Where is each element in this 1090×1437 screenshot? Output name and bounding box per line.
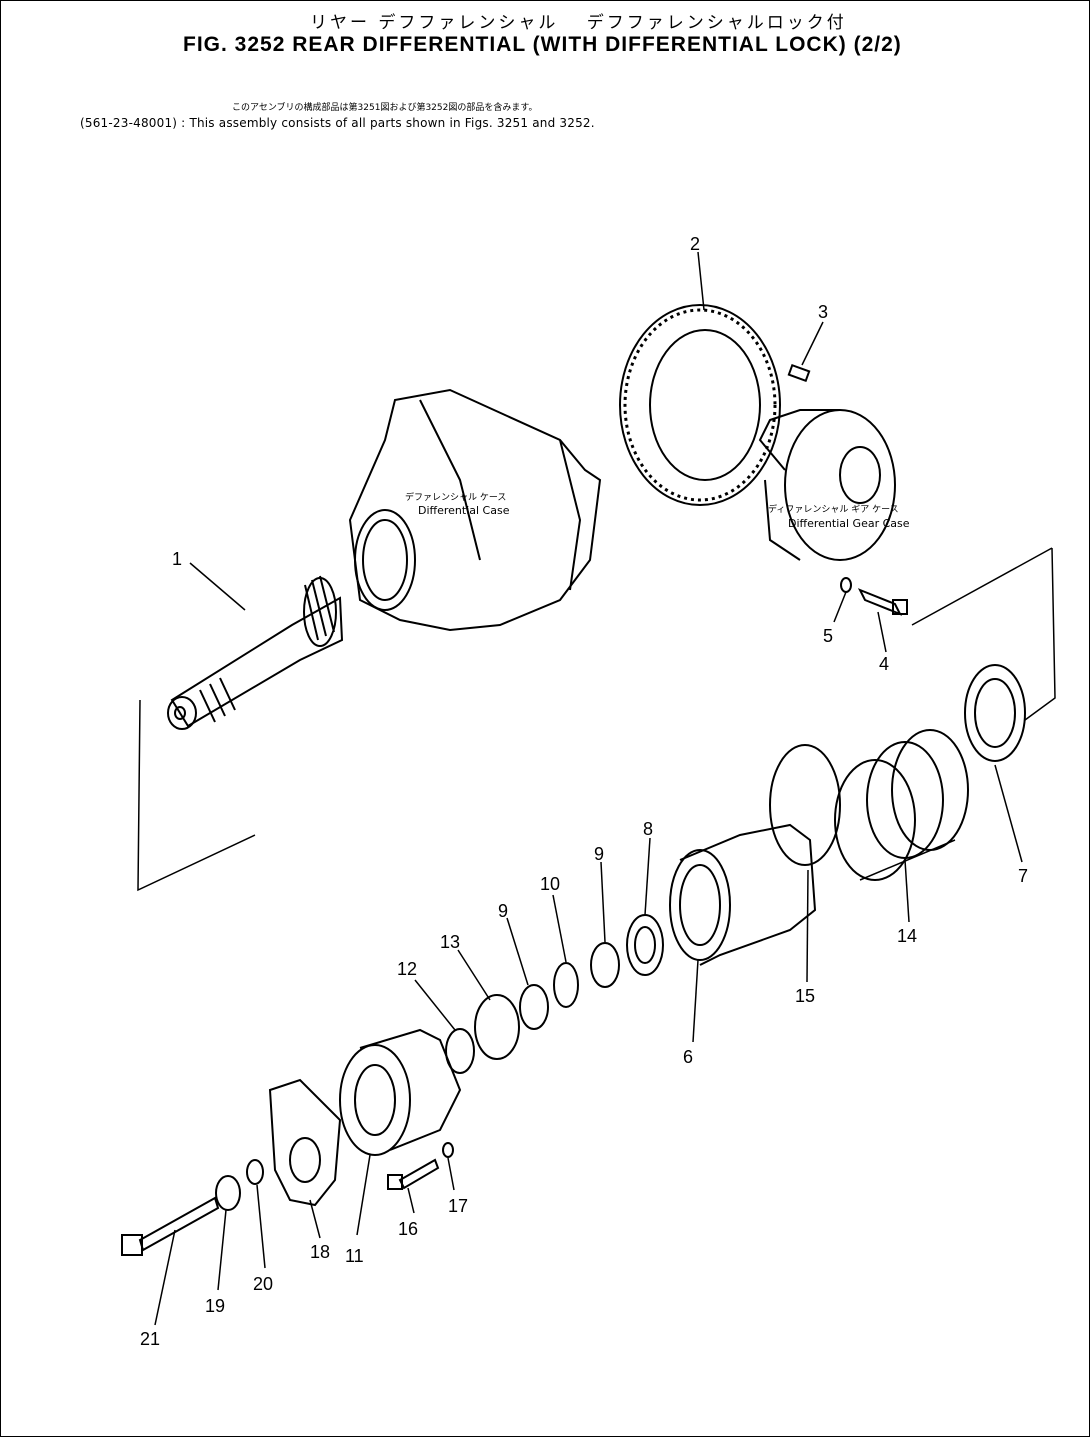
callout-3: 3 (818, 302, 828, 322)
lock-discs (834, 729, 969, 881)
callout-21: 21 (140, 1329, 160, 1349)
callout-8: 8 (643, 819, 653, 839)
callout-4: 4 (879, 654, 889, 674)
callout-20: 20 (253, 1274, 273, 1294)
callout-numbers: 1 2 3 4 5 6 7 8 9 9 10 12 13 14 15 11 16… (140, 234, 1028, 1349)
differential-case (348, 388, 602, 632)
callout-7: 7 (1018, 866, 1028, 886)
callout-9a: 9 (594, 844, 604, 864)
shim-9b (519, 984, 549, 1030)
callout-17: 17 (448, 1196, 468, 1216)
shim-9a (590, 942, 620, 988)
bolt-16 (387, 1158, 440, 1190)
callout-18: 18 (310, 1242, 330, 1262)
callout-2: 2 (690, 234, 700, 254)
assembly-note: (561-23-48001) : This assembly consists … (80, 116, 595, 130)
differential-gear-case (758, 409, 896, 561)
cylinder-6 (669, 823, 817, 966)
component-labels: デファレンシャル ケース Differential Case ディファレンシャル… (405, 491, 910, 530)
callout-13: 13 (440, 932, 460, 952)
callout-16: 16 (398, 1219, 418, 1239)
assembly-note-japanese: このアセンブリの構成部品は第3251図および第3252図の部品を含みます。 (232, 103, 538, 113)
nut-19 (215, 1175, 241, 1211)
callout-6: 6 (683, 1047, 693, 1067)
leader-lines (137, 251, 1056, 1326)
callout-9b: 9 (498, 901, 508, 921)
bearing-7 (964, 664, 1026, 762)
callout-11: 11 (345, 1246, 364, 1266)
diff-case-label: Differential Case (418, 504, 510, 517)
washer-10 (553, 962, 579, 1008)
figure-title: FIG. 3252 REAR DIFFERENTIAL (WITH DIFFER… (183, 33, 902, 56)
callout-14: 14 (897, 926, 917, 946)
callout-5: 5 (823, 626, 833, 646)
ring-20 (246, 1159, 264, 1185)
title-japanese: リヤー デフファレンシャル デフファレンシャルロック付 (310, 13, 847, 33)
bolt-washer (840, 577, 908, 616)
callout-15: 15 (795, 986, 815, 1006)
callout-19: 19 (205, 1296, 225, 1316)
bearing-8 (626, 914, 664, 976)
pinion-shaft (167, 575, 344, 730)
callout-1: 1 (172, 549, 182, 569)
bolt-21 (121, 1196, 220, 1256)
lock-plate-18 (268, 1078, 342, 1207)
callout-10: 10 (540, 874, 560, 894)
ring-gear (619, 304, 781, 506)
snap-ring-13 (474, 994, 520, 1060)
bearing-12 (445, 1028, 475, 1074)
gear-case-label: Differential Gear Case (788, 517, 910, 530)
pin (787, 363, 811, 383)
washer-17 (442, 1142, 454, 1158)
diff-case-label-jp: デファレンシャル ケース (405, 491, 506, 503)
retainer-11 (339, 1028, 462, 1156)
callout-12: 12 (397, 959, 417, 979)
o-ring-15 (769, 744, 841, 866)
gear-case-label-jp: ディファレンシャル ギア ケース (768, 503, 899, 515)
